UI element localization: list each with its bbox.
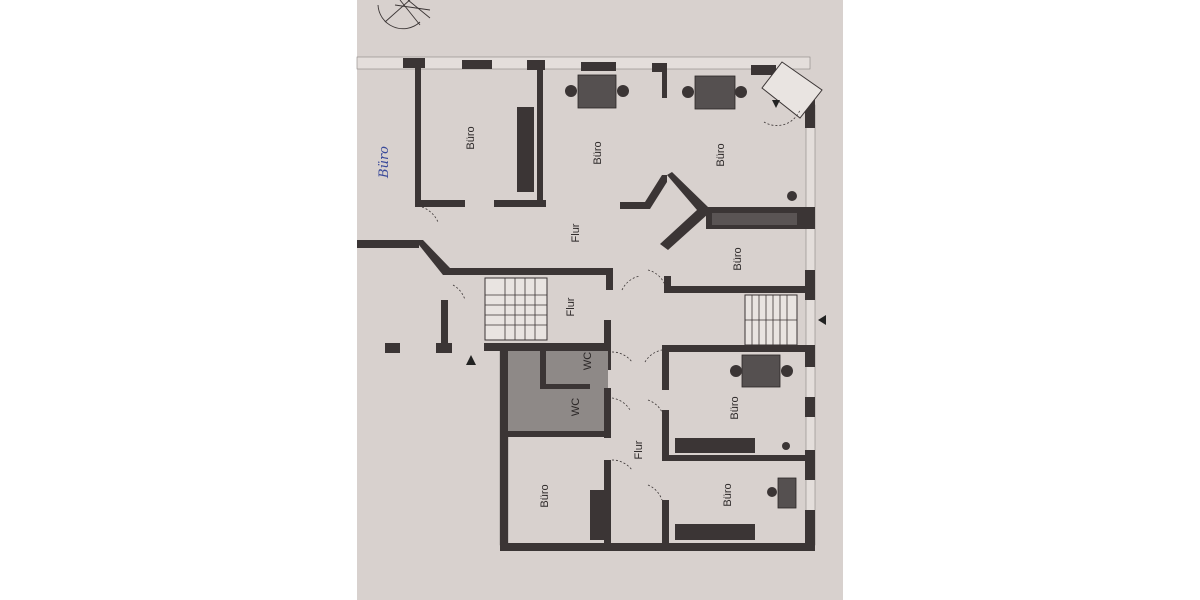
plant-icon — [782, 442, 790, 450]
room-label: Flur — [633, 440, 645, 459]
entrance-arrow-icon — [772, 100, 780, 108]
room-label: WC — [570, 398, 582, 416]
desks — [565, 74, 797, 509]
room-label: Büro — [715, 143, 727, 166]
entrance-arrow-icon — [818, 315, 826, 325]
room-label: Büro — [465, 126, 477, 149]
room-label: Flur — [565, 297, 577, 316]
room-label: Büro — [722, 483, 734, 506]
room-label: Büro — [729, 396, 741, 419]
walls — [357, 58, 823, 551]
compass-icon — [377, 0, 431, 30]
staircase — [484, 277, 548, 341]
entrance-arrow-icon — [466, 355, 476, 365]
room-label: WC — [582, 352, 594, 370]
room-label: Flur — [570, 223, 582, 242]
wc-tiles — [508, 351, 608, 433]
handwritten-note: Büro — [377, 146, 392, 179]
room-label: Büro — [592, 141, 604, 164]
room-label: Büro — [732, 247, 744, 270]
room-label: Büro — [539, 484, 551, 507]
doors — [421, 109, 801, 501]
plant-icon — [787, 191, 797, 201]
